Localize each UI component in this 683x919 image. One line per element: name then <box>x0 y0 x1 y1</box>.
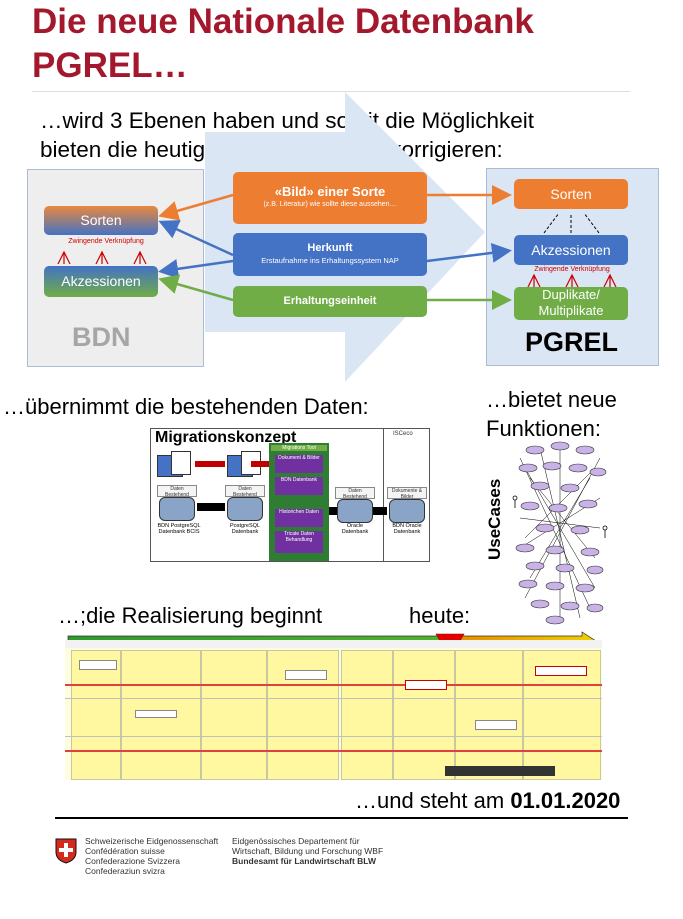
funktionen-heading: …bietet neue Funktionen: <box>486 385 617 443</box>
db-cylinder-1 <box>159 497 195 521</box>
tool-item-4: Tricate Daten Behandlung <box>275 531 323 553</box>
dept-line-3: Bundesamt für Landwirtschaft BLW <box>232 856 377 866</box>
db3-label: Oracle Datenbank <box>341 523 369 535</box>
db2-label: PostgreSQL Datenbank <box>230 523 260 535</box>
migration-arrow-3 <box>373 507 387 515</box>
project-plan-image <box>65 640 602 780</box>
header-d: Dokumente & Bilder <box>387 487 427 500</box>
footer-divider <box>55 817 628 819</box>
completion-statement: …und steht am 01.01.2020 <box>355 788 620 814</box>
completion-date: 01.01.2020 <box>510 788 621 813</box>
migration-diagram: Migrationskonzept ISCeco Migrations Tool… <box>150 428 430 562</box>
bild-box: «Bild» einer Sorte (z.B. Literatur) wie … <box>233 172 427 224</box>
connector-arrows <box>158 185 512 310</box>
db4-label: BDN Oracle Datenbank <box>392 523 422 535</box>
pgrel-label: PGREL <box>525 327 619 357</box>
heute-label: heute: <box>409 603 471 628</box>
pgrel-sorten-box: Sorten <box>514 179 628 209</box>
conf-line-2: Confédération suisse <box>85 846 165 856</box>
pgrel-dashed-links <box>543 212 600 234</box>
dept-line-2: Wirtschaft, Bildung und Forschung WBF <box>232 846 384 856</box>
migration-arrow-2 <box>329 507 337 515</box>
herkunft-box: Herkunft Erstaufnahme ins Erhaltungssyst… <box>233 233 427 276</box>
pgrel-link-arrows <box>527 273 617 288</box>
bdn-akzessionen-box: Akzessionen <box>44 266 158 297</box>
herkunft-title: Herkunft <box>307 242 353 254</box>
duplikate-line-2: Multiplikate <box>538 303 604 318</box>
usecases-label: UseCases <box>485 478 504 560</box>
page-title: Die neue Nationale Datenbank PGREL… <box>32 0 534 88</box>
duplikate-line-1: Duplikate/ <box>542 287 600 302</box>
funktionen-line-1: …bietet neue <box>486 387 617 412</box>
pgrel-duplikate-box: Duplikate/ Multiplikate <box>514 287 628 320</box>
tool-item-2: BDN Datenbank <box>275 477 323 495</box>
dept-line-1: Eidgenössisches Departement für <box>232 836 360 846</box>
header-c: Daten Bestehend <box>335 487 375 500</box>
db-cylinder-3 <box>337 499 373 523</box>
conf-line-3: Confederazione Svizzera <box>85 856 180 866</box>
migration-arrow-1 <box>197 503 225 511</box>
completion-text: …und steht am <box>355 788 511 813</box>
confederation-names: Schweizerische Eidgenossenschaft Confédé… <box>85 836 218 876</box>
department-names: Eidgenössisches Departement für Wirtscha… <box>232 836 383 866</box>
title-divider <box>32 91 630 92</box>
bild-title: «Bild» einer Sorte <box>274 184 386 199</box>
herkunft-subtitle: Erstaufnahme ins Erhaltungssystem NAP <box>261 256 399 265</box>
pgrel-verknuepfung-label: Zwingende Verknüpfung <box>534 266 610 273</box>
migration-title: Migrationskonzept <box>155 429 297 446</box>
isceco-label: ISCeco <box>393 431 413 437</box>
realisierung-heading: …;die Realisierung beginnt <box>58 603 323 628</box>
conf-line-1: Schweizerische Eidgenossenschaft <box>85 836 219 846</box>
bdn-verknuepfung-label: Zwingende Verknüpfung <box>68 238 144 245</box>
header-a: Daten Bestehend <box>157 485 197 498</box>
subtitle-line-1: …wird 3 Ebenen haben und somit die Mögli… <box>40 108 535 133</box>
bdn-label: BDN <box>72 322 131 352</box>
bdn-link-arrows <box>57 250 147 265</box>
bild-subtitle: (z.B. Literatur) wie sollte diese ausseh… <box>263 201 397 208</box>
db-cylinder-4 <box>389 499 425 523</box>
daten-heading: …übernimmt die bestehenden Daten: <box>3 394 369 419</box>
bdn-sorten-box: Sorten <box>44 206 158 235</box>
db1-label: BDN PostgreSQL Datenbank BCIS <box>157 523 201 535</box>
title-line-2: PGREL… <box>32 46 188 85</box>
funktionen-line-2: Funktionen: <box>486 416 601 441</box>
db-cylinder-2 <box>227 497 263 521</box>
header-b: Daten Bestehend <box>225 485 265 498</box>
pgrel-akzessionen-box: Akzessionen <box>514 235 628 265</box>
usecase-diagram <box>512 441 608 625</box>
erhaltung-box: Erhaltungseinheit <box>233 286 427 317</box>
conf-line-4: Confederaziun svizra <box>85 866 165 876</box>
tool-item-3: Historichen Daten <box>275 509 323 527</box>
tool-item-1: Dokument & Bilder <box>275 455 323 473</box>
swiss-coat-of-arms-icon <box>55 838 77 864</box>
migration-tool-label: Migrations Tool <box>271 445 327 451</box>
title-line-1: Die neue Nationale Datenbank <box>32 2 534 41</box>
